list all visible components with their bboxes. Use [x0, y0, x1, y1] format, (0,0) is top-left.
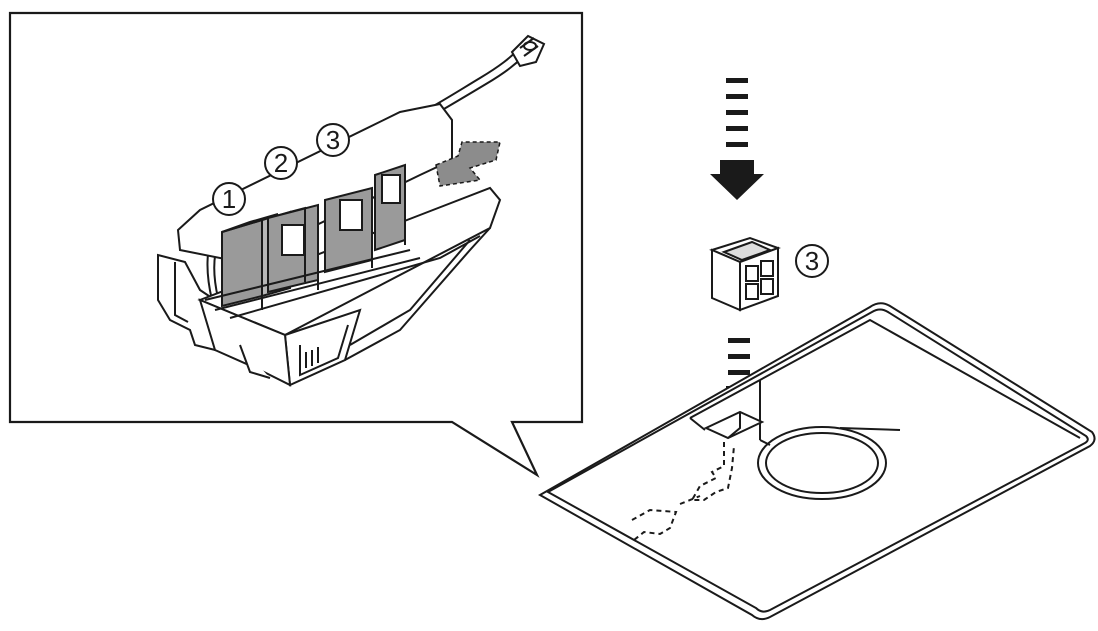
svg-text:3: 3	[326, 125, 340, 155]
insert-hint-arrow	[435, 141, 501, 187]
callout-1: 1	[212, 182, 246, 216]
base-plate	[537, 302, 1096, 621]
callout-3: 3	[316, 123, 350, 157]
svg-text:3: 3	[805, 246, 819, 276]
compartment-1	[221, 218, 263, 308]
callout-3-detail: 3	[795, 244, 829, 278]
cable-connector-icon	[510, 34, 546, 68]
filter-cartridge-part-3	[709, 236, 781, 312]
svg-text:1: 1	[222, 184, 236, 214]
callout-2: 2	[264, 146, 298, 180]
ring-opening	[757, 426, 887, 500]
down-arrow-top	[710, 78, 764, 200]
compartments	[204, 163, 481, 319]
slot-opening	[703, 410, 765, 440]
svg-text:2: 2	[274, 148, 288, 178]
